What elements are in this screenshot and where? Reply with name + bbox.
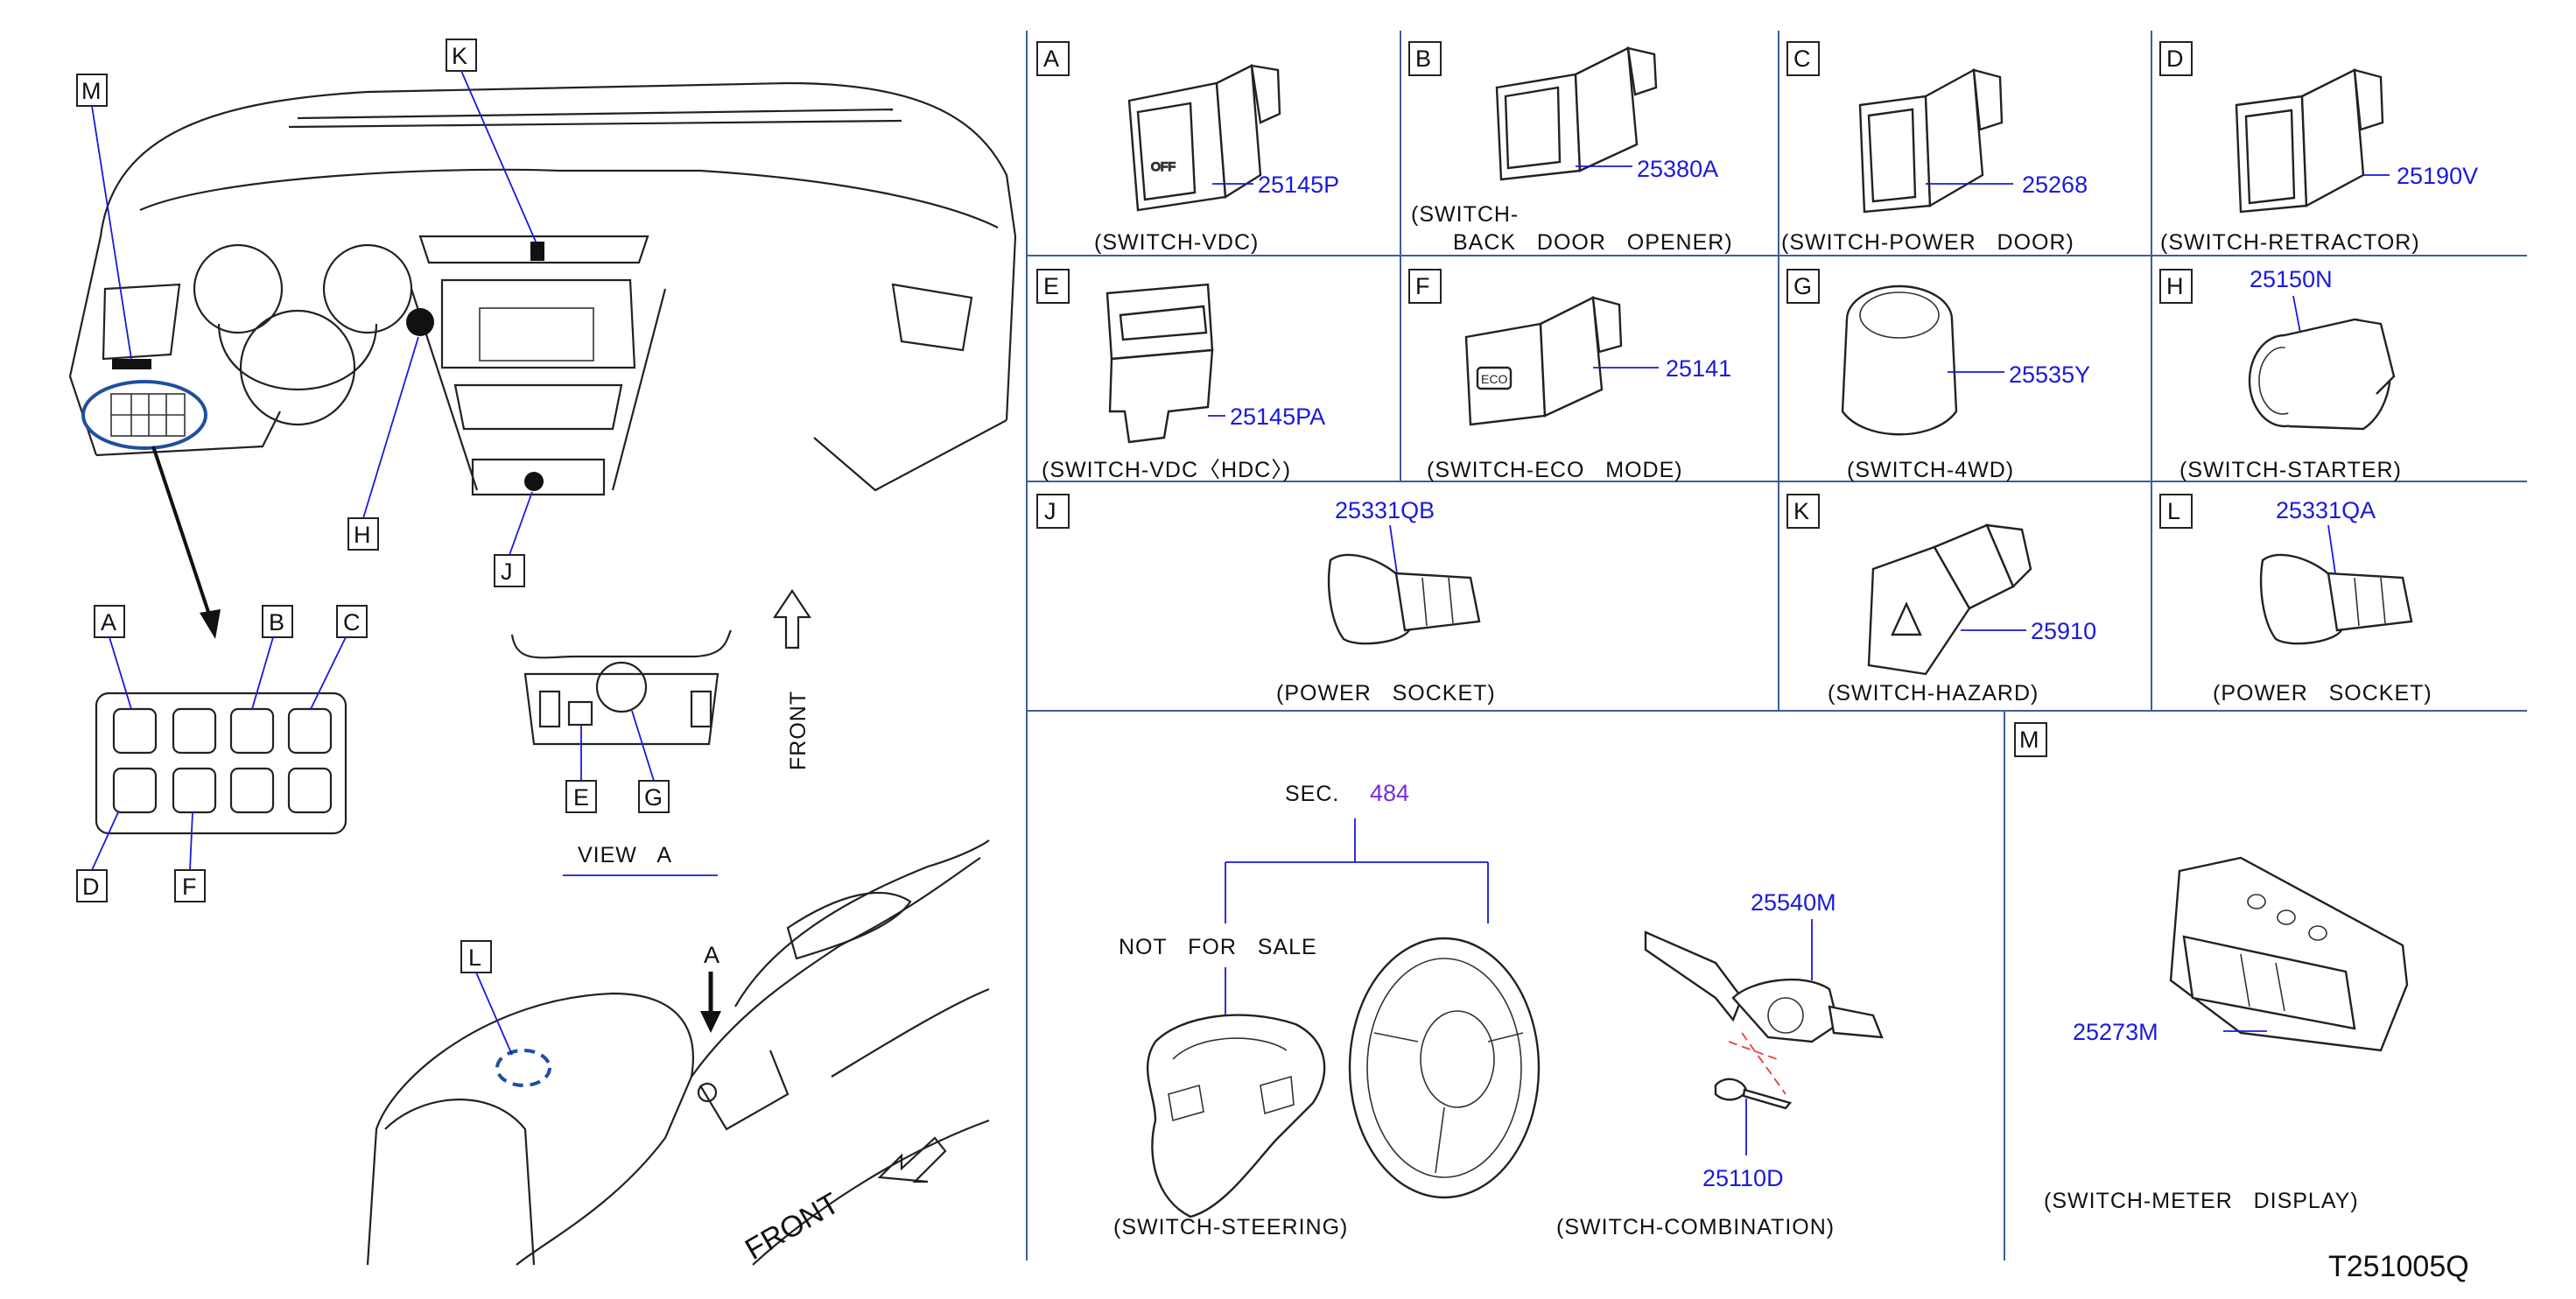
diagram-code: T251005Q xyxy=(2328,1250,2469,1283)
cell-f-eco-mode: F ECO 25141 (SWITCH-ECO MODE) xyxy=(1408,269,1731,482)
cell-a-vdc-switch: A OFF 25145P (SWITCH-VDC) xyxy=(1036,41,1339,255)
dashboard-overview: M K H J xyxy=(68,39,1017,639)
cell-c-letter: C xyxy=(1793,46,1811,72)
cell-j-letter: J xyxy=(1044,498,1056,524)
callout-b: B xyxy=(269,609,284,635)
cell-b-back-door-opener: B 25380A (SWITCH- BACK DOOR OPENER) xyxy=(1408,41,1733,255)
callout-m-box xyxy=(76,74,108,107)
arrow-a-label: A xyxy=(704,942,719,968)
callout-e: E xyxy=(573,784,589,811)
cell-l-power-socket: L 25331QA (POWER SOCKET) xyxy=(2159,494,2432,706)
svg-text:OFF: OFF xyxy=(1151,159,1176,173)
steering-switch xyxy=(1146,1014,1326,1218)
cell-m-caption: (SWITCH-METER DISPLAY) xyxy=(2044,1189,2359,1213)
front-label-2: FRONT xyxy=(740,1186,845,1266)
cell-m-letter: M xyxy=(2019,727,2039,753)
cell-h-letter: H xyxy=(2166,273,2184,299)
callout-m: M xyxy=(81,78,102,104)
callout-f: F xyxy=(182,874,197,900)
sec-ref: 484 xyxy=(1370,780,1409,806)
cell-j-part: 25331QB xyxy=(1335,497,1435,523)
cell-a-caption: (SWITCH-VDC) xyxy=(1094,230,1259,255)
cell-e-caption: (SWITCH-VDC〈HDC〉) xyxy=(1042,458,1291,482)
cell-h-part: 25150N xyxy=(2250,266,2333,292)
not-for-sale: NOT FOR SALE xyxy=(1119,935,1317,959)
cell-k-caption: (SWITCH-HAZARD) xyxy=(1828,681,2039,706)
cell-a-letter: A xyxy=(1043,46,1059,72)
callout-a: A xyxy=(101,609,116,635)
combination-caption: (SWITCH-COMBINATION) xyxy=(1556,1215,1835,1239)
cell-g-4wd: G 25535Y (SWITCH-4WD) xyxy=(1786,269,2090,482)
combination-switch xyxy=(1644,930,1744,1022)
cell-e-part: 25145PA xyxy=(1230,404,1325,430)
screw-part: 25110D xyxy=(1702,1165,1784,1191)
grid xyxy=(1026,31,2527,1260)
cell-h-caption: (SWITCH-STARTER) xyxy=(2179,458,2402,482)
cell-c-power-door: C 25268 (SWITCH-POWER DOOR) xyxy=(1781,41,2088,255)
cell-f-part: 25141 xyxy=(1666,355,1731,382)
cell-k-hazard: K 25910 (SWITCH-HAZARD) xyxy=(1786,494,2096,706)
callout-k: K xyxy=(452,43,467,69)
cell-d-letter: D xyxy=(2166,46,2184,72)
callout-j-box xyxy=(494,554,525,587)
cell-g-part: 25535Y xyxy=(2009,362,2090,388)
cell-m-meter-display: M 25273M (SWITCH-METER DISPLAY) xyxy=(2014,722,2409,1213)
callout-g: G xyxy=(644,784,663,811)
cell-d-retractor: D 25190V (SWITCH-RETRACTOR) xyxy=(2159,41,2478,255)
steering-caption: (SWITCH-STEERING) xyxy=(1113,1215,1348,1239)
cell-c-part: 25268 xyxy=(2022,172,2088,198)
cell-l-caption: (POWER SOCKET) xyxy=(2213,681,2432,706)
sec-label: SEC. xyxy=(1285,782,1339,806)
combination-part: 25540M xyxy=(1751,889,1836,916)
callout-c: C xyxy=(343,609,361,635)
cell-g-caption: (SWITCH-4WD) xyxy=(1847,458,2014,482)
switch-panel-zoom: A B C D F xyxy=(76,605,368,902)
cell-j-power-socket: J 25331QB (POWER SOCKET) xyxy=(1036,494,1496,706)
front-label-1: FRONT xyxy=(786,691,811,770)
callout-j: J xyxy=(501,558,513,585)
cell-l-part: 25331QA xyxy=(2276,497,2376,523)
cell-e-letter: E xyxy=(1043,273,1059,299)
callout-d: D xyxy=(82,874,100,900)
cell-g-letter: G xyxy=(1793,273,1812,299)
cell-b-letter: B xyxy=(1415,46,1431,72)
cell-a-part: 25145P xyxy=(1258,172,1339,198)
cell-m-part: 25273M xyxy=(2073,1019,2158,1045)
cell-h-starter: H 25150N (SWITCH-STARTER) xyxy=(2159,266,2402,482)
cell-k-part: 25910 xyxy=(2031,618,2096,644)
cell-d-part: 25190V xyxy=(2397,163,2478,189)
cell-k-letter: K xyxy=(1793,498,1809,524)
cell-d-caption: (SWITCH-RETRACTOR) xyxy=(2160,230,2420,255)
cell-f-caption: (SWITCH-ECO MODE) xyxy=(1427,458,1683,482)
cell-b-part: 25380A xyxy=(1637,156,1718,182)
steering-wheel xyxy=(1348,937,1541,1199)
cell-b-caption-1: (SWITCH- xyxy=(1411,202,1519,227)
view-a: E G VIEW A FRONT xyxy=(510,589,812,876)
cell-e-vdc-hdc: E 25145PA (SWITCH-VDC〈HDC〉) xyxy=(1036,269,1325,482)
cell-b-caption-2: BACK DOOR OPENER) xyxy=(1453,230,1733,255)
cell-l-letter: L xyxy=(2167,498,2180,524)
cell-c-caption: (SWITCH-POWER DOOR) xyxy=(1781,230,2074,255)
console-perspective: L A FRONT xyxy=(366,839,990,1267)
callout-l: L xyxy=(468,944,481,971)
callout-h: H xyxy=(354,522,371,548)
view-a-label: VIEW A xyxy=(578,843,672,867)
cell-j-caption: (POWER SOCKET) xyxy=(1276,681,1496,706)
steering-section: SEC. 484 NOT FOR SALE (SWITCH-STEERING) … xyxy=(1113,780,1884,1239)
cell-f-letter: F xyxy=(1415,273,1430,299)
svg-text:ECO: ECO xyxy=(1481,372,1507,386)
